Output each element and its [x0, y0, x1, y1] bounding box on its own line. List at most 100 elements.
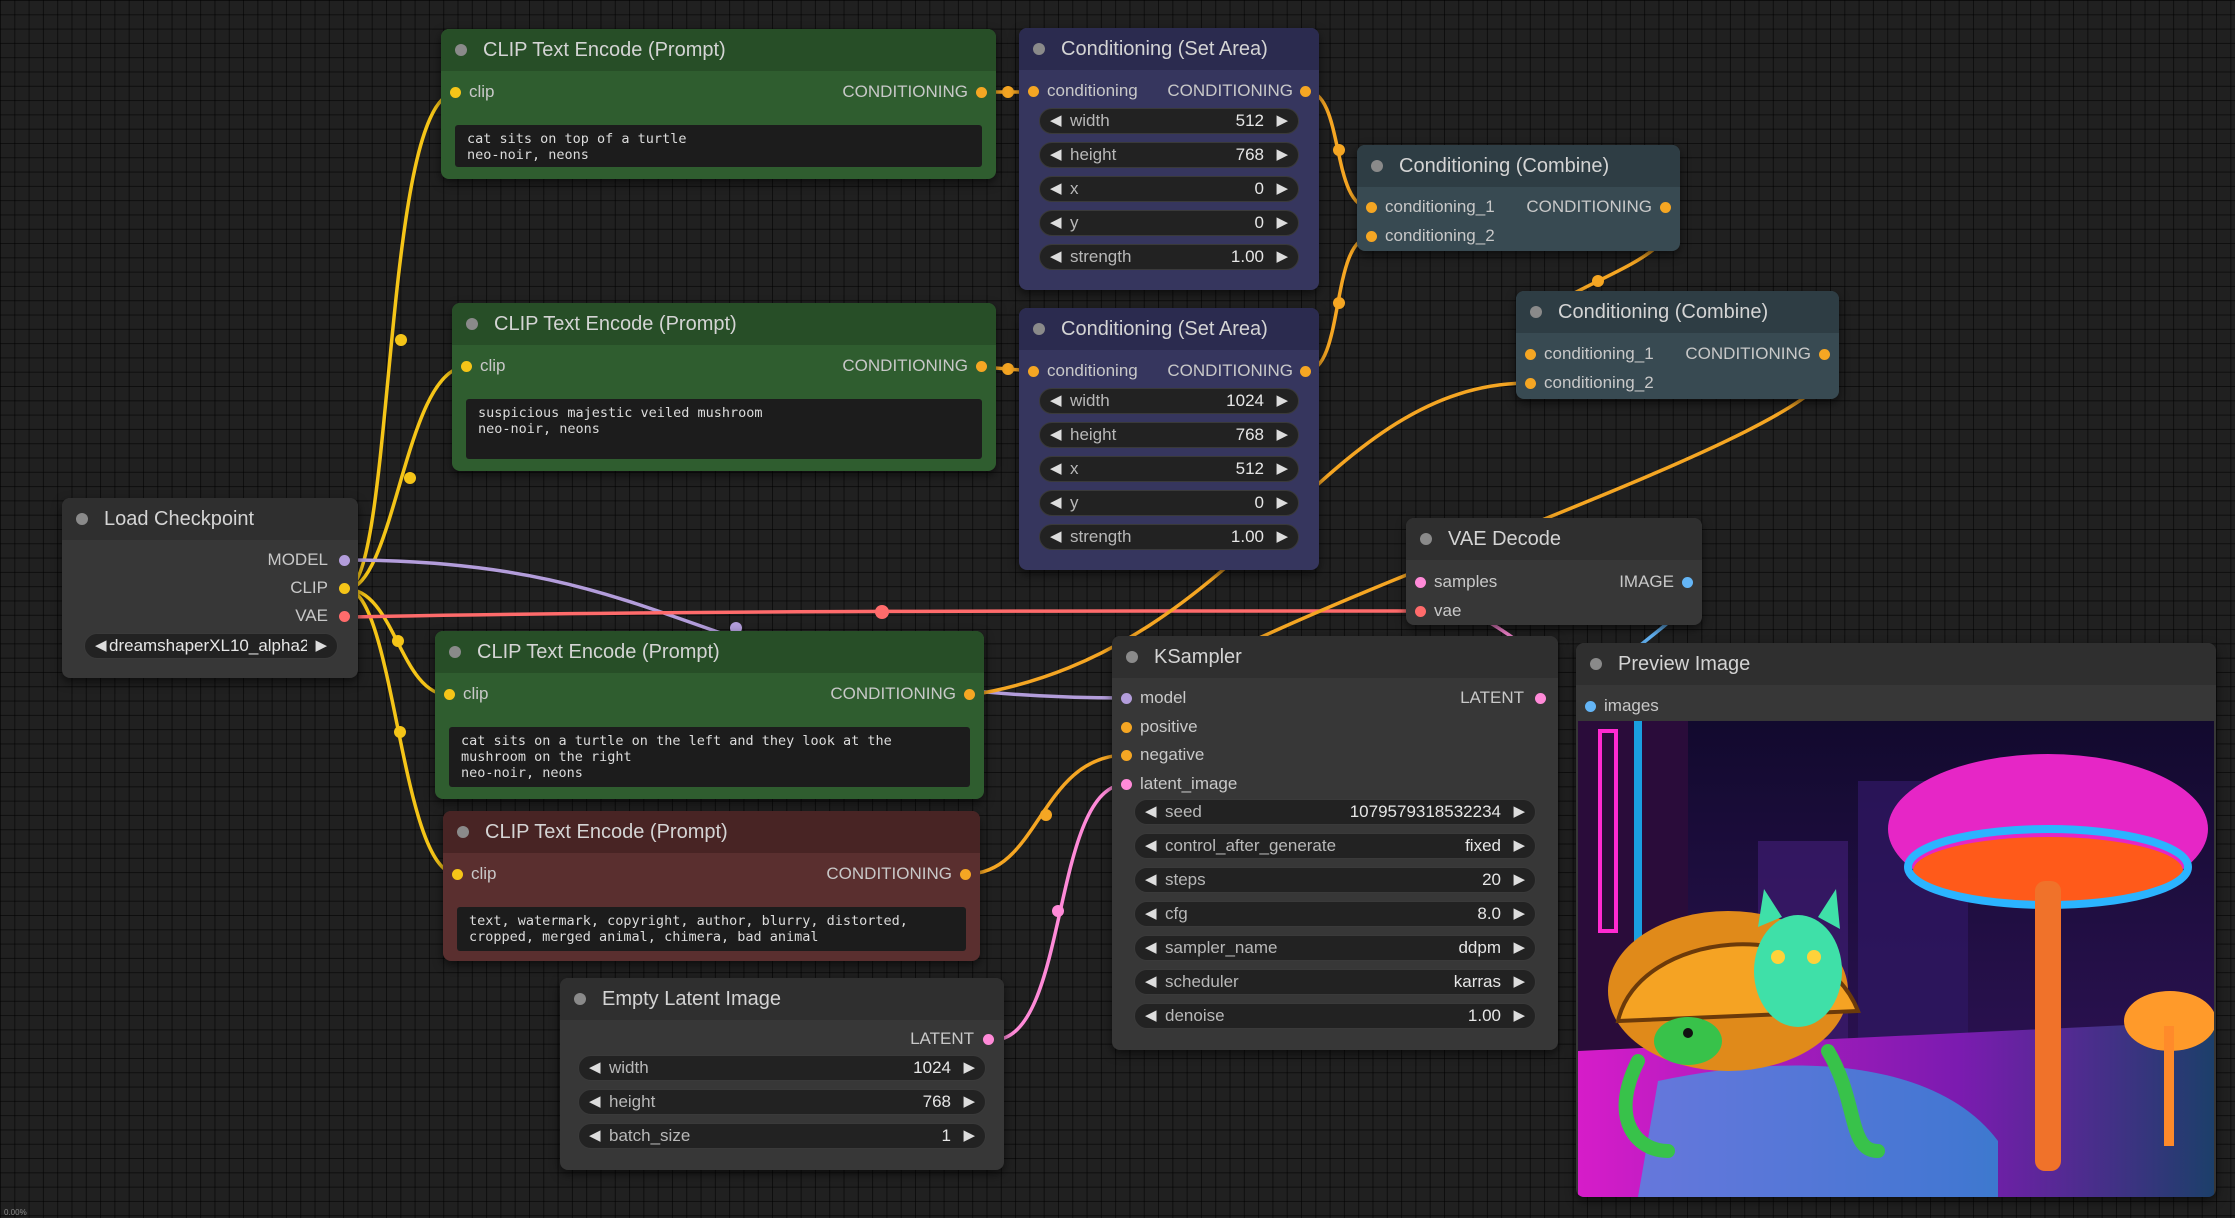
arrow-right-icon[interactable]: ▶ [1276, 494, 1288, 511]
collapse-dot-icon[interactable] [449, 646, 461, 658]
arrow-right-icon[interactable]: ▶ [1513, 939, 1525, 956]
arrow-right-icon[interactable]: ▶ [1276, 426, 1288, 443]
arrow-left-icon[interactable]: ◀ [1050, 494, 1062, 511]
arrow-left-icon[interactable]: ◀ [1050, 248, 1062, 265]
node-header[interactable]: KSampler [1112, 636, 1558, 678]
input-socket-clip[interactable] [461, 361, 472, 372]
arrow-left-icon[interactable]: ◀ [1145, 905, 1157, 922]
clip-text-encode-node-negative[interactable]: CLIP Text Encode (Prompt) clip CONDITION… [443, 811, 980, 961]
input-socket-negative[interactable] [1121, 750, 1132, 761]
node-header[interactable]: Conditioning (Combine) [1516, 291, 1839, 333]
ckpt-name-widget[interactable]: ◀ dreamshaperXL10_alpha2Xl10.safetensors… [84, 633, 338, 659]
arrow-right-icon[interactable]: ▶ [1513, 1007, 1525, 1024]
collapse-dot-icon[interactable] [1033, 323, 1045, 335]
arrow-left-icon[interactable]: ◀ [1050, 214, 1062, 231]
arrow-left-icon[interactable]: ◀ [1050, 426, 1062, 443]
arrow-left-icon[interactable]: ◀ [1145, 837, 1157, 854]
arrow-right-icon[interactable]: ▶ [1513, 905, 1525, 922]
input-socket-conditioning-2[interactable] [1366, 231, 1377, 242]
input-socket-conditioning-2[interactable] [1525, 378, 1536, 389]
node-header[interactable]: Conditioning (Combine) [1357, 145, 1680, 187]
clip-text-encode-node-3[interactable]: CLIP Text Encode (Prompt) clip CONDITION… [435, 631, 984, 799]
clip-text-encode-node-2[interactable]: CLIP Text Encode (Prompt) clip CONDITION… [452, 303, 996, 471]
arrow-left-icon[interactable]: ◀ [589, 1093, 601, 1110]
collapse-dot-icon[interactable] [1371, 160, 1383, 172]
arrow-right-icon[interactable]: ▶ [1513, 973, 1525, 990]
collapse-dot-icon[interactable] [1126, 651, 1138, 663]
node-header[interactable]: Conditioning (Set Area) [1019, 28, 1319, 70]
conditioning-set-area-node-2[interactable]: Conditioning (Set Area) conditioning CON… [1019, 308, 1319, 570]
input-socket-clip[interactable] [444, 689, 455, 700]
output-socket-conditioning[interactable] [976, 87, 987, 98]
input-socket-images[interactable] [1585, 701, 1596, 712]
collapse-dot-icon[interactable] [76, 513, 88, 525]
vae-decode-node[interactable]: VAE Decode samples vae IMAGE [1406, 518, 1702, 625]
arrow-right-icon[interactable]: ▶ [1276, 392, 1288, 409]
arrow-left-icon[interactable]: ◀ [1145, 1007, 1157, 1024]
arrow-right-icon[interactable]: ▶ [1513, 803, 1525, 820]
arrow-right-icon[interactable]: ▶ [1276, 248, 1288, 265]
input-socket-vae[interactable] [1415, 606, 1426, 617]
arrow-left-icon[interactable]: ◀ [1145, 803, 1157, 820]
output-socket-conditioning[interactable] [1300, 86, 1311, 97]
collapse-dot-icon[interactable] [1033, 43, 1045, 55]
output-socket-conditioning[interactable] [1660, 202, 1671, 213]
clip-text-encode-node-1[interactable]: CLIP Text Encode (Prompt) clip CONDITION… [441, 29, 996, 179]
arrow-left-icon[interactable]: ◀ [1145, 939, 1157, 956]
collapse-dot-icon[interactable] [1530, 306, 1542, 318]
arrow-right-icon[interactable]: ▶ [1276, 528, 1288, 545]
node-header[interactable]: Load Checkpoint [62, 498, 358, 540]
output-socket-conditioning[interactable] [976, 361, 987, 372]
node-header[interactable]: VAE Decode [1406, 518, 1702, 560]
input-socket-conditioning[interactable] [1028, 366, 1039, 377]
arrow-right-icon[interactable]: ▶ [1513, 871, 1525, 888]
output-socket-conditioning[interactable] [1819, 349, 1830, 360]
preview-image-node[interactable]: Preview Image images [1576, 643, 2216, 1197]
arrow-right-icon[interactable]: ▶ [315, 637, 327, 654]
arrow-left-icon[interactable]: ◀ [1050, 180, 1062, 197]
input-socket-clip[interactable] [450, 87, 461, 98]
arrow-left-icon[interactable]: ◀ [589, 1059, 601, 1076]
prompt-textarea[interactable]: cat sits on top of a turtle neo-noir, ne… [455, 125, 982, 167]
output-socket-latent[interactable] [983, 1034, 994, 1045]
node-header[interactable]: CLIP Text Encode (Prompt) [435, 631, 984, 673]
output-socket-clip[interactable] [339, 583, 350, 594]
arrow-left-icon[interactable]: ◀ [95, 637, 107, 654]
arrow-right-icon[interactable]: ▶ [1276, 146, 1288, 163]
collapse-dot-icon[interactable] [574, 993, 586, 1005]
arrow-left-icon[interactable]: ◀ [1050, 146, 1062, 163]
arrow-left-icon[interactable]: ◀ [1145, 871, 1157, 888]
output-socket-latent[interactable] [1535, 693, 1546, 704]
node-header[interactable]: Conditioning (Set Area) [1019, 308, 1319, 350]
output-socket-model[interactable] [339, 555, 350, 566]
output-socket-vae[interactable] [339, 611, 350, 622]
node-header[interactable]: Preview Image [1576, 643, 2216, 685]
arrow-right-icon[interactable]: ▶ [963, 1127, 975, 1144]
arrow-right-icon[interactable]: ▶ [1276, 180, 1288, 197]
conditioning-set-area-node-1[interactable]: Conditioning (Set Area) conditioning CON… [1019, 28, 1319, 290]
output-socket-conditioning[interactable] [960, 869, 971, 880]
arrow-left-icon[interactable]: ◀ [1050, 528, 1062, 545]
load-checkpoint-node[interactable]: Load Checkpoint MODEL CLIP VAE ◀ dreamsh… [62, 498, 358, 678]
input-socket-conditioning-1[interactable] [1525, 349, 1536, 360]
arrow-right-icon[interactable]: ▶ [1276, 112, 1288, 129]
collapse-dot-icon[interactable] [1420, 533, 1432, 545]
